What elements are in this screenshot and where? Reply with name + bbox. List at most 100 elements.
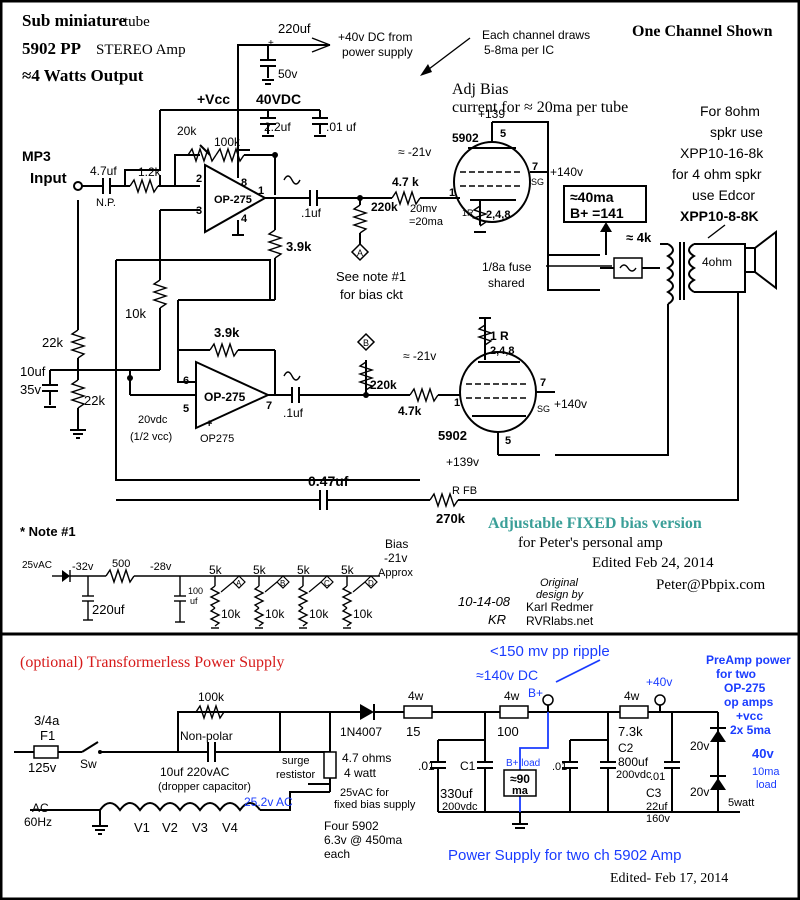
psu-v125: 125v [28, 760, 57, 775]
mp3-label: MP3 [22, 148, 51, 164]
supply-note-1: +40v DC from [338, 30, 412, 44]
psu-w4-b: 4w [504, 689, 520, 703]
pot-wiper [220, 581, 234, 593]
note1-title: * Note #1 [20, 524, 76, 539]
r-fb-2: 270k [436, 511, 466, 526]
tube-bot-pin1: 1 [454, 397, 460, 409]
psu-ripple-pointer [555, 659, 601, 683]
pot-letter: C [324, 579, 330, 588]
pot-value: 5k [297, 563, 311, 577]
opamp-bottom [195, 360, 271, 430]
opamp-bot-pin7: 7 [266, 400, 272, 412]
opamp-top-wiring [160, 150, 452, 300]
psu-r100: 100 [497, 724, 519, 739]
r-in-label: 1.2k [138, 165, 162, 179]
mv20-1: 20mv [410, 203, 437, 215]
b-plus-arrowhead [600, 222, 612, 232]
title-line2: 5902 PP [22, 39, 81, 58]
tube-bottom [459, 255, 669, 456]
supply-rail [160, 37, 331, 151]
r-47k-bot-label: 4.7k [398, 404, 422, 418]
note1-bias-2: -21v [384, 551, 407, 565]
preamp-1: PreAmp power [706, 653, 791, 667]
cap-220uf-label: 220uf [278, 21, 311, 36]
adj-bias-2: current for ≈ 20ma per tube [452, 99, 628, 116]
bias-node [320, 575, 334, 589]
r-39k-b-label: 3.9k [214, 325, 240, 340]
v-neg21-top-label: ≈ -21v [398, 145, 431, 159]
psu-r100k: 100k [198, 690, 225, 704]
mv20-2: =20ma [409, 216, 444, 228]
pot-letter: B [280, 579, 285, 588]
orig-4: RVRlabs.net [526, 614, 594, 628]
preamp-2: for two [716, 667, 756, 681]
psu-dropper-1: 10uf 220vAC [160, 765, 230, 779]
orig-2: design by [536, 589, 585, 601]
r-22k-b-label: 22k [84, 393, 105, 408]
note1-c100: 100 [188, 586, 203, 596]
spk-note-4: for 4 ohm spkr [672, 166, 762, 182]
v20dc-label: 20vdc [138, 414, 168, 426]
opamp-bot-pin5: 5 [183, 403, 189, 415]
psu-c3-v: 160v [646, 813, 670, 825]
np-label: N.P. [96, 197, 116, 209]
resistor-value: 10k [353, 607, 373, 621]
bload-box [503, 769, 537, 797]
draw-note-2: 5-8ma per IC [484, 43, 554, 57]
psu-v140: ≈140v DC [476, 667, 538, 683]
psu-tubes-3: each [324, 847, 350, 861]
bias-node [232, 575, 246, 589]
opamp-bot-sub: OP275 [200, 433, 234, 445]
supply-note-2: power supply [342, 45, 413, 59]
bias-resistor [253, 607, 265, 627]
input-wiring [82, 110, 200, 195]
note1-bias-1: Bias [385, 537, 408, 551]
spk-note-5: use Edcor [692, 187, 755, 203]
input-jack [73, 181, 83, 191]
psu-ripple: <150 mv pp ripple [490, 643, 610, 660]
note1-c100b: uf [190, 596, 198, 606]
psu-z20v-a: 20v [690, 739, 709, 753]
date-hand: 10-14-08 [458, 594, 511, 609]
psu-ma90-1: ≈90 [510, 772, 530, 786]
bias-a-node [350, 242, 370, 262]
draw-note-arrowhead [420, 64, 432, 76]
psu-ohms-1: 4.7 ohms [342, 751, 391, 765]
psu-c01-b: .01 [552, 761, 567, 773]
c-in-label: 4.7uf [90, 164, 117, 178]
z4k-label: ≈ 4k [626, 230, 652, 245]
opamp-bot-pin6: 6 [183, 375, 189, 387]
bias-pot [253, 585, 265, 609]
c-35v-label: 35v [20, 382, 41, 397]
spk-note-3: XPP10-16-8k [680, 145, 764, 161]
psu-surge-2: restistor [276, 769, 315, 781]
psu-c2-val: 800uf [618, 755, 649, 769]
r-47k-top-label: 4.7 k [392, 175, 419, 189]
r-39k-a-label: 3.9k [286, 239, 312, 254]
see-note-1: See note #1 [336, 269, 406, 284]
cap-2-2uf-label: 2.2uf [264, 120, 291, 134]
r-fb-1: R FB [452, 485, 477, 497]
psu-diode: 1N4007 [340, 725, 382, 739]
pot-wiper [352, 581, 366, 593]
peter-amp-label: for Peter's personal amp [518, 535, 663, 551]
psu-fuse-f: F1 [40, 728, 55, 743]
psu-footer: Power Supply for two ch 5902 Amp [448, 847, 681, 864]
psu-ma90-2: ma [512, 785, 529, 797]
draw-note-1: Each channel draws [482, 28, 590, 42]
pins-1r: 1 R [490, 329, 509, 343]
ohm4-label: 4ohm [702, 255, 732, 269]
psu-ac25-note-1: 25vAC for [340, 787, 389, 799]
psu-ma10-1: 10ma [752, 766, 780, 778]
bias-resistor [341, 607, 353, 627]
orig-1: Original [540, 577, 578, 589]
psu-tubes-1: Four 5902 [324, 819, 379, 833]
bias-pot [297, 585, 309, 609]
psu-ac-2: 60Hz [24, 815, 52, 829]
preamp-3: OP-275 [724, 681, 766, 695]
v40-node [654, 694, 666, 706]
psu-ma10-2: load [756, 779, 777, 791]
fixed-bias-title: Adjustable FIXED bias version [488, 515, 702, 532]
